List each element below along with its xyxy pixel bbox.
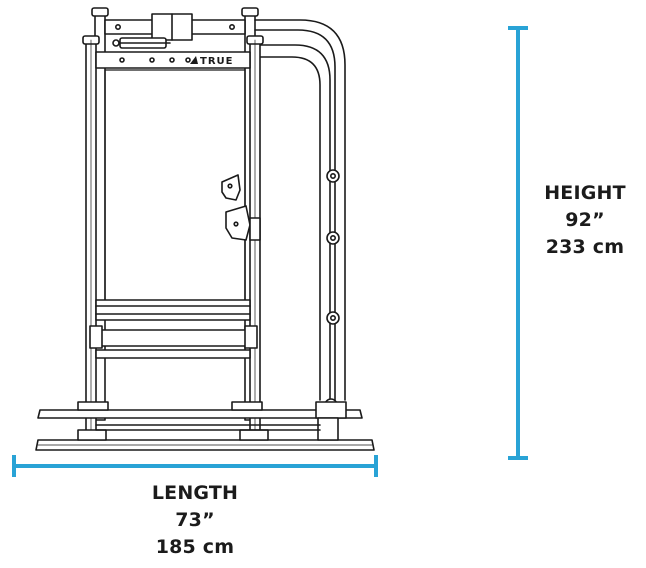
front-top-crossmember [95,51,251,69]
length-imperial: 73” [175,509,215,531]
length-metric: 185 cm [155,536,235,558]
height-dimension-line [508,26,528,460]
length-label: LENGTH 73” 185 cm [130,480,260,561]
brand-logo: TRUE [200,56,233,67]
logo-mark-icon [190,56,198,64]
length-dimension-line [12,455,378,477]
height-imperial: 92” [565,209,605,231]
curved-arms [254,19,346,401]
side-band-pegs [324,169,340,412]
height-title: HEIGHT [544,182,626,204]
height-metric: 233 cm [545,236,625,258]
rear-base [37,401,363,419]
height-label: HEIGHT 92” 233 cm [530,180,640,261]
front-base [35,417,375,451]
length-title: LENGTH [151,482,239,504]
j-hook-bracket [221,174,261,241]
